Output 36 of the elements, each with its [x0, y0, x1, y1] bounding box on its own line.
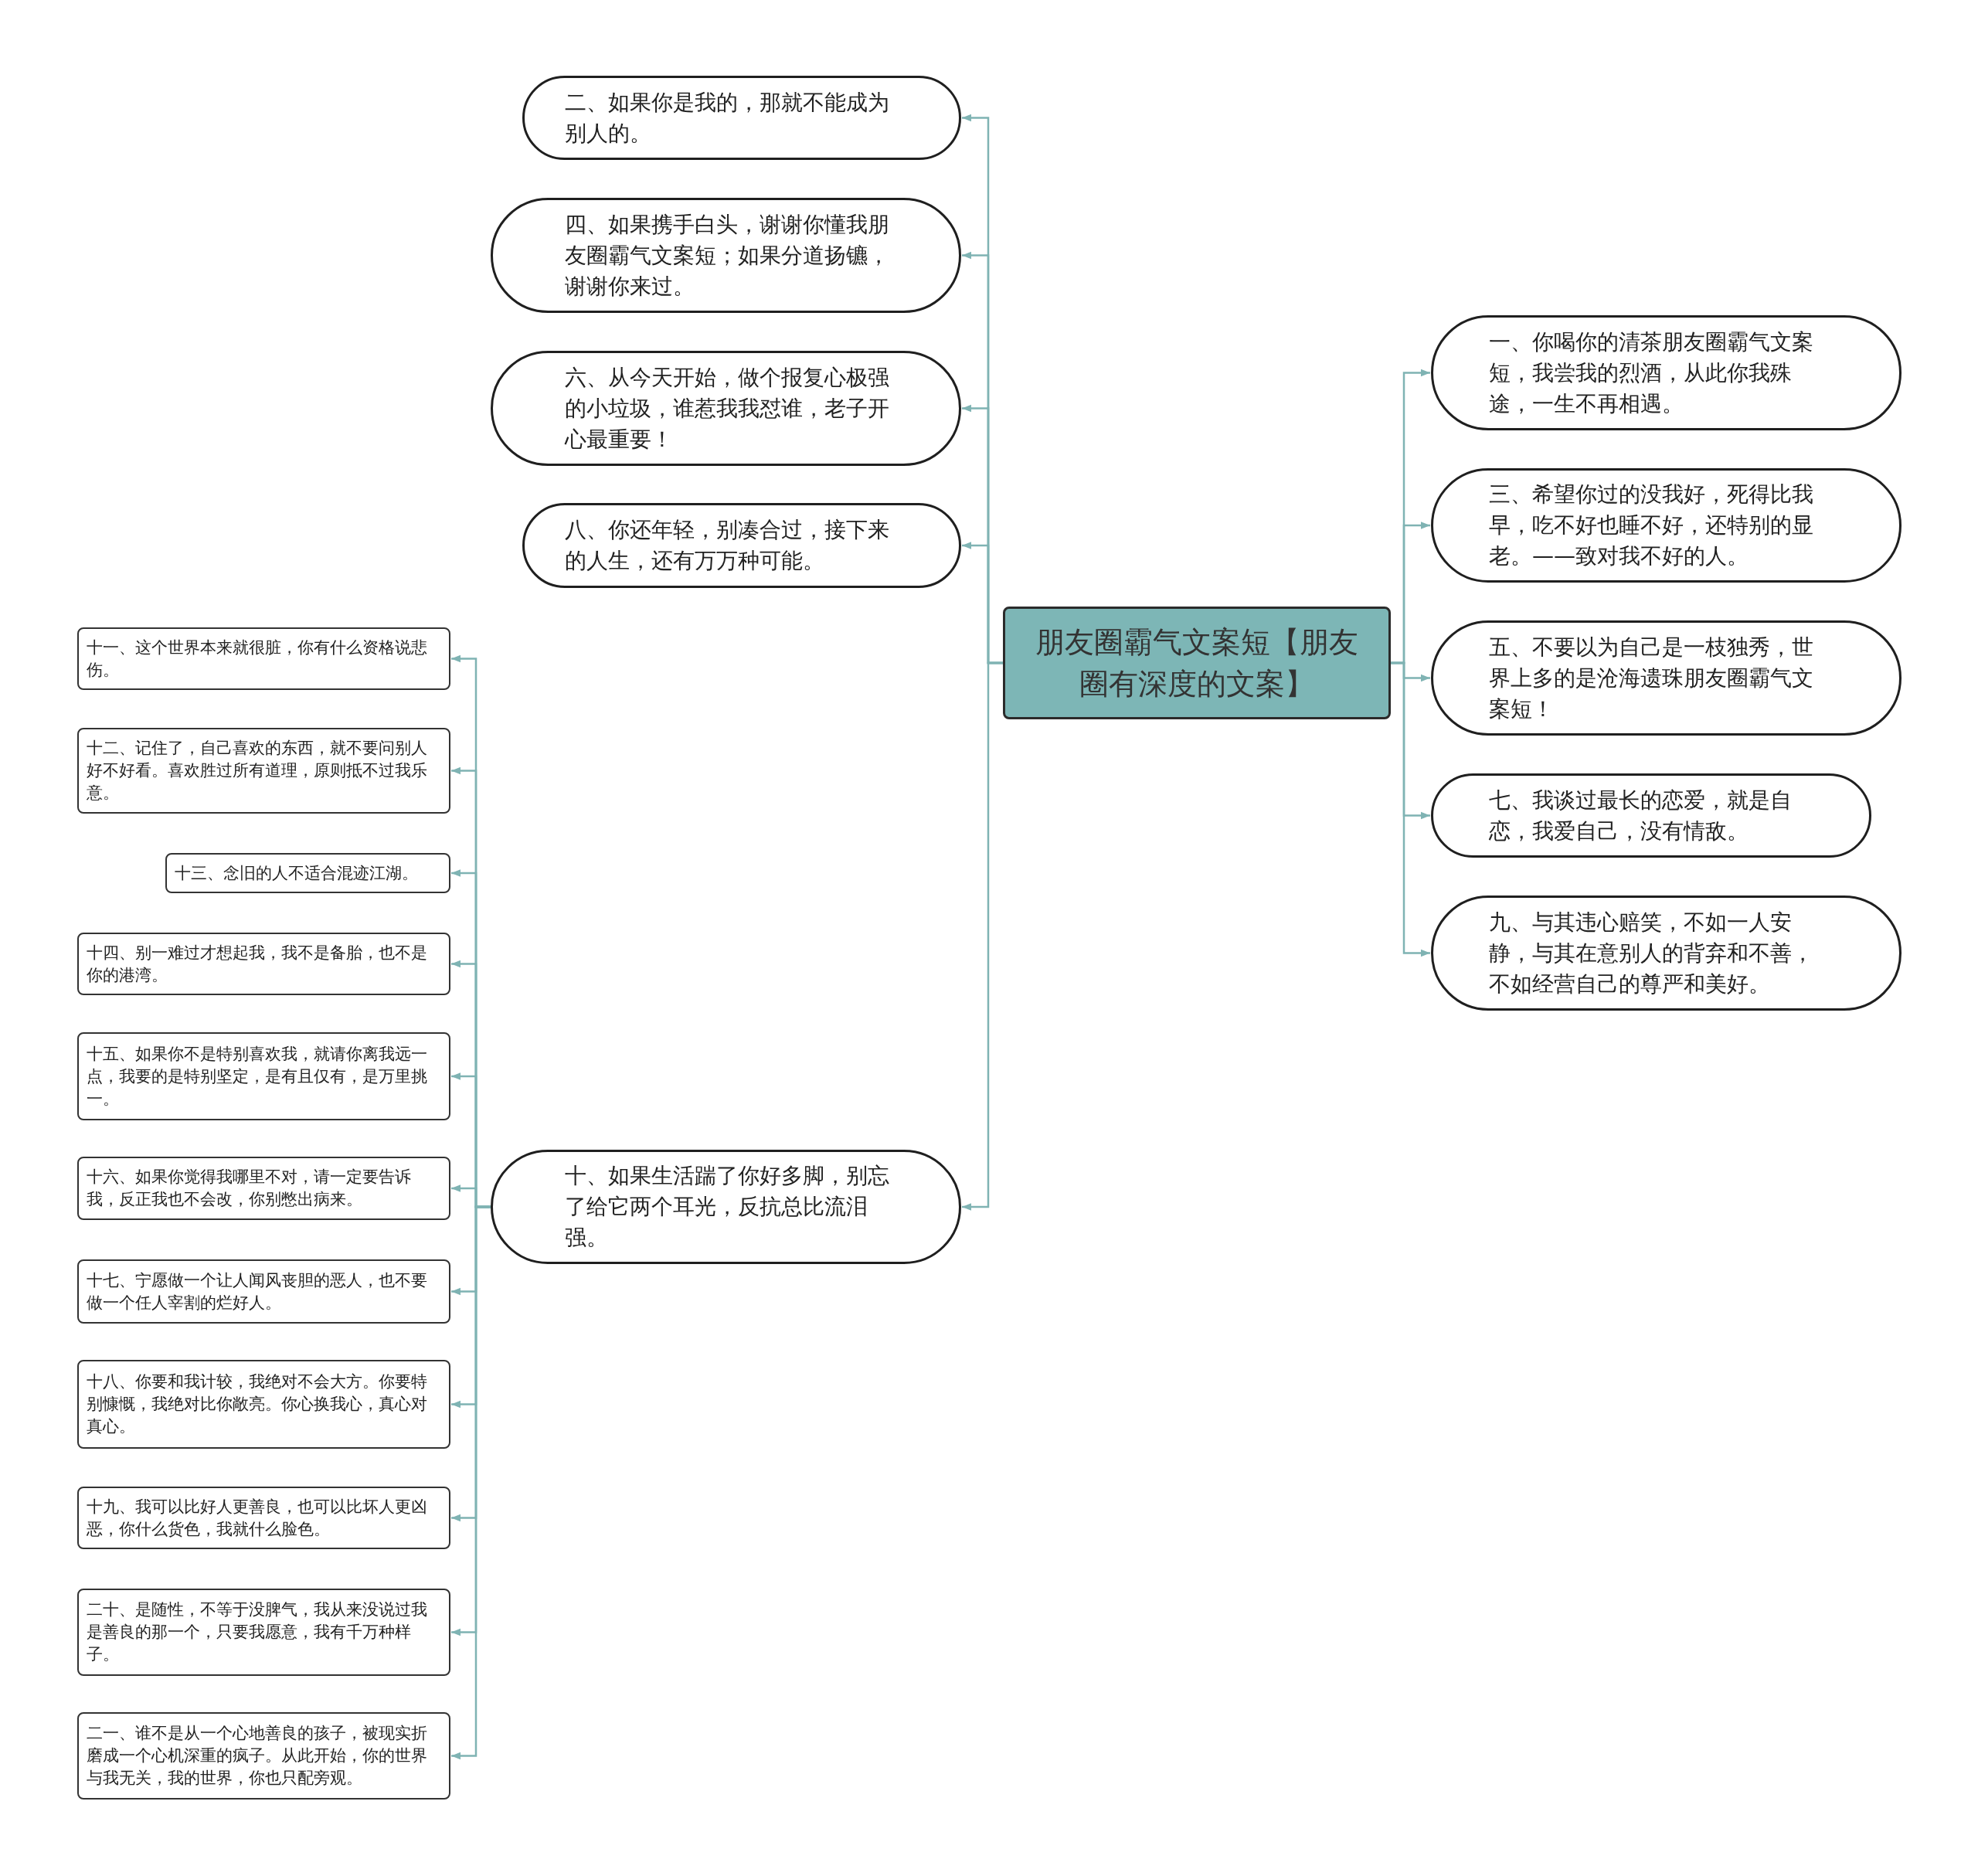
topic-text: 朋友圈霸气文案短【朋友圈有深度的文案】	[1035, 624, 1359, 702]
topic-text: 四、如果携手白头，谢谢你懂我朋友圈霸气文案短；如果分道扬镳，谢谢你来过。	[565, 210, 890, 301]
topic-text: 二一、谁不是从一个心地善良的孩子，被现实折磨成一个心机深重的疯子。从此开始，你的世界与我无关，我的世界，你也只配旁观。	[87, 1723, 428, 1789]
central-topic-box	[1003, 607, 1391, 719]
topic-text: 九、与其违心赔笑，不如一人安静，与其在意别人的背弃和不善，不如经营自己的尊严和美好。	[1489, 908, 1814, 998]
subtopic-box	[165, 853, 450, 893]
subtopic-box	[77, 1360, 450, 1449]
topic-text: 十四、别一难过才想起我，我不是备胎，也不是你的港湾。	[87, 942, 428, 986]
topic-text: 十八、你要和我计较，我绝对不会大方。你要特别慷慨，我绝对比你敞亮。你心换我心，真心对真心。	[87, 1371, 428, 1437]
subtopic-box	[77, 728, 450, 814]
topic-text: 三、希望你过的没我好，死得比我早，吃不好也睡不好，还特别的显老。——致对我不好的人。	[1489, 481, 1814, 570]
topic-text: 十三、念旧的人不适合混迹江湖。	[175, 862, 419, 884]
subtopic-box	[77, 1032, 450, 1120]
topic-text: 五、不要以为自己是一枝独秀，世界上多的是沧海遗珠朋友圈霸气文案短！	[1489, 633, 1814, 723]
topic-text: 六、从今天开始，做个报复心极强的小垃圾，谁惹我我怼谁，老子开心最重要！	[565, 363, 890, 454]
topic-text: 八、你还年轻，别凑合过，接下来的人生，还有万万种可能。	[565, 516, 890, 575]
subtopic-box	[77, 1712, 450, 1800]
subtopic-box	[77, 1487, 450, 1549]
topic-text: 十六、如果你觉得我哪里不对，请一定要告诉我，反正我也不会改，你别憋出病来。	[87, 1167, 412, 1210]
connector-arrow	[962, 661, 1003, 1211]
topic-text: 十九、我可以比好人更善良，也可以比坏人更凶恶，你什么货色，我就什么脸色。	[87, 1496, 428, 1540]
topic-text: 十一、这个世界本来就很脏，你有什么资格说悲伤。	[87, 637, 428, 681]
topic-text: 十、如果生活踹了你好多脚，别忘了给它两个耳光，反抗总比流泪强。	[565, 1162, 890, 1252]
topic-text: 十七、宁愿做一个让人闻风丧胆的恶人，也不要做一个任人宰割的烂好人。	[87, 1269, 428, 1314]
subtopic-box	[77, 1157, 450, 1220]
subtopic-box	[77, 1259, 450, 1324]
topic-text: 十二、记住了，自己喜欢的东西，就不要问别人好不好看。喜欢胜过所有道理，原则抵不过我乐意。	[87, 738, 428, 804]
subtopic-box	[77, 933, 450, 995]
subtopic-box	[77, 1589, 450, 1676]
topic-text: 一、你喝你的清茶朋友圈霸气文案短，我尝我的烈酒，从此你我殊途，一生不再相遇。	[1489, 328, 1814, 418]
topic-text: 二十、是随性，不等于没脾气，我从来没说过我是善良的那一个，只要我愿意，我有千万种样子。	[87, 1599, 428, 1665]
topic-text: 七、我谈过最长的恋爱，就是自恋，我爱自己，没有情敌。	[1489, 786, 1793, 845]
connector-arrow	[1391, 661, 1430, 957]
topic-text: 十五、如果你不是特别喜欢我，就请你离我远一点，我要的是特别坚定，是有且仅有，是万里挑一。	[87, 1043, 428, 1110]
subtopic-box	[77, 627, 450, 690]
topic-text: 二、如果你是我的，那就不能成为别人的。	[565, 88, 890, 148]
